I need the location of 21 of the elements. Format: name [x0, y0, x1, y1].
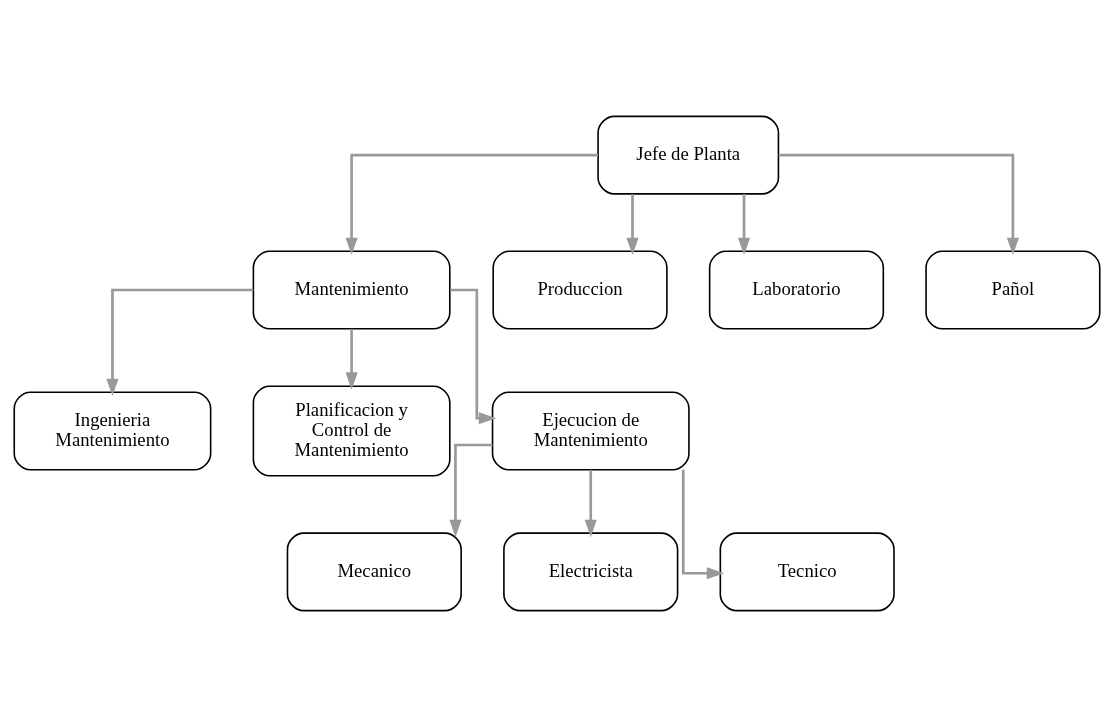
arrow: [345, 328, 358, 390]
arrow: [450, 288, 497, 424]
arrow: [626, 193, 639, 255]
node-box: Produccion: [492, 250, 668, 330]
node-box: Jefe de Planta: [597, 115, 780, 195]
node-box: Mecanico: [286, 531, 462, 611]
node-box: Pañol: [925, 250, 1101, 330]
node-box: Tecnico: [719, 531, 895, 611]
arrow: [345, 153, 599, 255]
node-box: Electricista: [503, 531, 679, 611]
node-box: Ejecucion de Mantenimiento: [491, 390, 690, 470]
arrow: [449, 443, 493, 537]
node-box: Planificacion y Control de Mantenimiento: [252, 384, 451, 477]
arrow: [106, 288, 254, 396]
arrow: [737, 193, 751, 255]
arrow: [778, 153, 1019, 255]
arrow: [681, 469, 725, 579]
arrow: [584, 469, 597, 537]
node-box: Mantenimiento: [252, 250, 451, 330]
node-box: Laboratorio: [708, 250, 885, 330]
node-box: Ingenieria Mantenimiento: [13, 390, 212, 470]
